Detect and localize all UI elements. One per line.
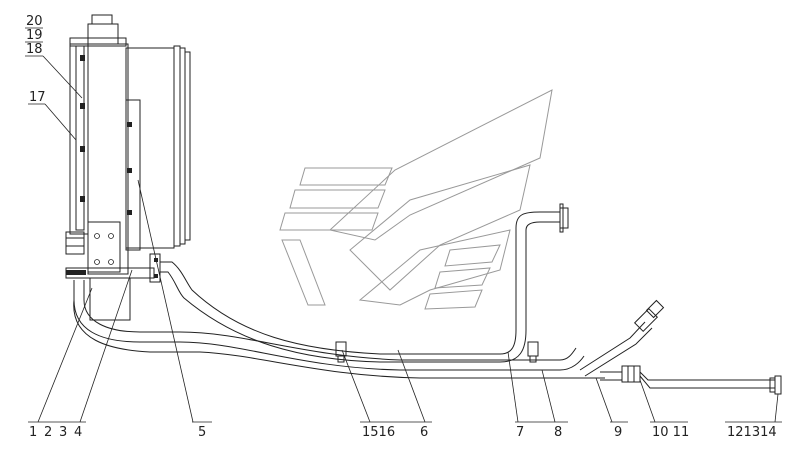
bolt-markers [80, 55, 132, 215]
label-9: 9 [614, 425, 622, 440]
label-3: 3 [59, 425, 67, 440]
label-20: 20 [26, 14, 43, 29]
pipe-clamps [335, 341, 539, 363]
radiator-assembly [65, 14, 191, 321]
label-18: 18 [26, 42, 43, 57]
label-17: 17 [29, 90, 46, 105]
label-7: 7 [516, 425, 524, 440]
label-8: 8 [554, 425, 562, 440]
part-labels: 20 19 18 17 1 2 3 4 5 1516 6 7 8 9 10 11… [26, 14, 777, 440]
watermark-logo [279, 89, 553, 310]
label-4: 4 [74, 425, 82, 440]
label-5: 5 [198, 425, 206, 440]
pipe-upper [160, 203, 569, 363]
label-19: 19 [26, 28, 43, 43]
label-1516: 1516 [362, 425, 395, 440]
leader-lines [25, 27, 782, 423]
label-1: 1 [29, 425, 37, 440]
pipe-branch-right [579, 299, 782, 395]
label-6: 6 [420, 425, 428, 440]
label-121314: 121314 [727, 425, 777, 440]
label-2: 2 [44, 425, 52, 440]
pipe-lower [73, 280, 605, 379]
label-10-11: 10 11 [652, 425, 689, 440]
